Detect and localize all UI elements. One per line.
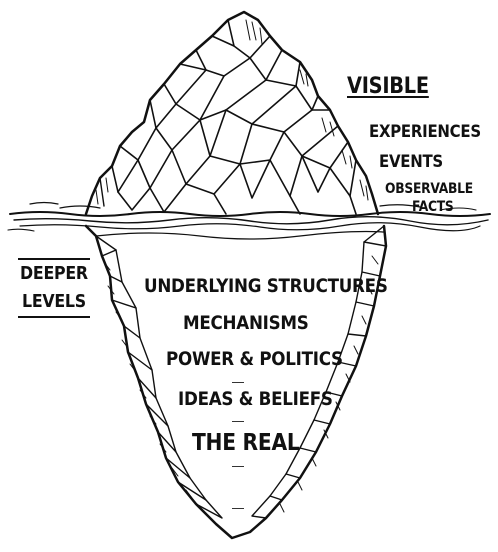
deeper-bottom-rule <box>18 316 90 318</box>
underwater-item-mechanisms: MECHANISMS <box>183 312 309 334</box>
underwater-item-power: POWER & POLITICS <box>166 348 343 370</box>
visible-item-events: EVENTS <box>379 152 443 172</box>
underwater-item-structures: UNDERLYING STRUCTURES <box>144 275 388 297</box>
visible-item-experiences: EXPERIENCES <box>369 122 481 142</box>
divider-3 <box>232 466 244 467</box>
deeper-line-2: LEVELS <box>22 291 86 312</box>
deeper-top-rule <box>18 258 90 260</box>
water-surface <box>9 211 491 217</box>
divider-4 <box>232 508 244 509</box>
iceberg-submerged <box>84 224 388 540</box>
visible-item-facts: FACTS <box>412 199 454 215</box>
divider-2 <box>232 421 244 422</box>
underwater-item-ideas: IDEAS & BELIEFS <box>178 388 333 410</box>
deeper-line-1: DEEPER <box>20 263 88 284</box>
underwater-item-the-real: THE REAL <box>192 430 300 456</box>
divider-1 <box>232 382 244 383</box>
visible-item-observable: OBSERVABLE <box>385 181 473 197</box>
visible-heading: VISIBLE <box>347 74 429 99</box>
